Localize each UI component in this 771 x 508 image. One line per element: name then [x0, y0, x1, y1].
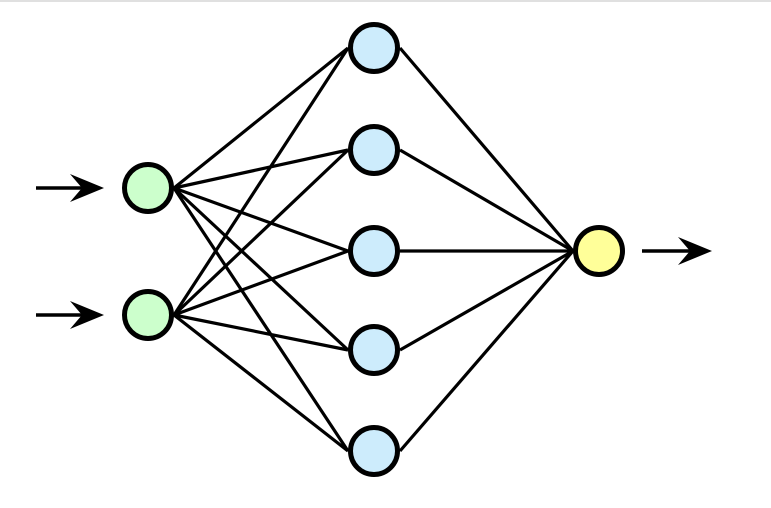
output-arrow-head-icon	[678, 237, 712, 265]
edge-i2-h3	[173, 249, 349, 317]
edge-h5-o1	[398, 249, 575, 453]
hidden-node-h1	[348, 22, 400, 74]
hidden-node-h2	[348, 124, 400, 176]
edge-i2-h1	[172, 47, 350, 316]
edge-i1-h3	[173, 186, 349, 253]
edge-h2-o1	[399, 148, 574, 253]
edge-i2-h4	[173, 313, 349, 352]
hidden-node-h3	[348, 225, 400, 277]
hidden-node-h5	[348, 425, 400, 477]
hidden-node-h4	[348, 324, 400, 376]
edge-h1-o1	[398, 46, 575, 253]
edge-i1-h2	[173, 148, 349, 190]
edge-h4-o1	[399, 249, 574, 352]
edge-i2-h2	[172, 148, 350, 317]
input-arrow-1-head-icon	[70, 174, 104, 202]
input-node-i2	[122, 289, 174, 341]
input-node-i1	[122, 162, 174, 214]
edge-i2-h5	[173, 313, 349, 453]
input-arrow-2-head-icon	[70, 301, 104, 329]
top-border-line	[0, 0, 771, 2]
edge-i1-h5	[172, 187, 350, 452]
edge-i1-h4	[172, 186, 350, 352]
edge-i1-h1	[172, 46, 350, 190]
output-node-o1	[573, 225, 625, 277]
